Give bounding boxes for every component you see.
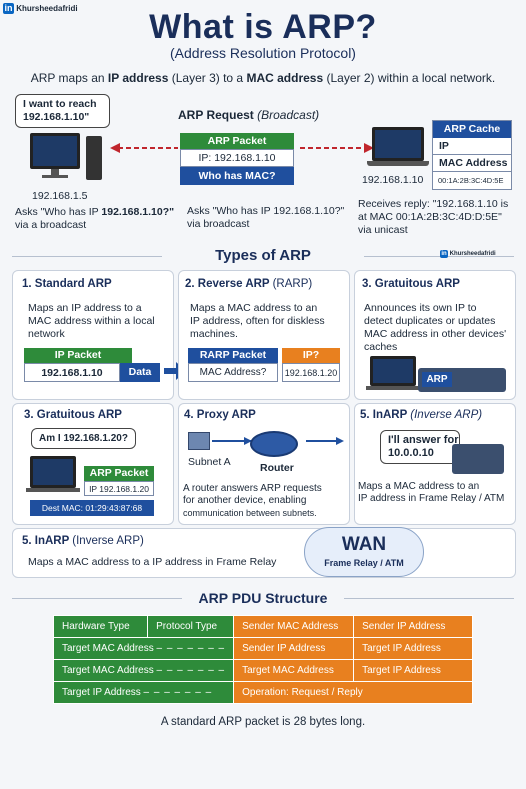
laptop-icon — [366, 356, 420, 390]
pdu-note: A standard ARP packet is 28 bytes long. — [160, 716, 366, 728]
right-host-ip: 192.168.1.10 — [362, 174, 424, 186]
table-row: Hardware Type Protocol Type Sender MAC A… — [52, 615, 473, 638]
table-row: Target MAC Address – – – – – – – Sender … — [52, 637, 473, 660]
wan-cloud-icon — [304, 527, 424, 577]
router-icon — [250, 431, 298, 457]
linkedin-icon: in — [3, 3, 14, 14]
linkedin-icon: in — [440, 250, 448, 258]
rarp-packet: RARP Packet IP? MAC Address? 192.168.1.2… — [188, 348, 340, 382]
card-inarp-wide — [12, 528, 516, 578]
inarp-wide-desc: Maps a MAC address to a IP address in Fr… — [28, 556, 277, 568]
divider — [12, 598, 182, 599]
table-row: Target IP Address – – – – – – – Operatio… — [52, 681, 473, 704]
pdu-title: ARP PDU Structure — [198, 590, 328, 606]
router-link — [212, 437, 344, 445]
left-host-ip: 192.168.1.5 — [32, 190, 88, 202]
inarp-title: 5. InARP (Inverse ARP) — [360, 409, 483, 421]
divider — [364, 256, 514, 257]
reverse-title: 2. Reverse ARP (RARP) — [185, 278, 313, 290]
watermark-text: Khursheedafridi — [16, 4, 78, 13]
card-proxy-arp — [178, 403, 350, 525]
speech-bubble: I'll answer for 10.0.0.10 — [380, 430, 460, 464]
laptop-icon — [367, 127, 429, 166]
divider — [344, 598, 514, 599]
switch-icon: ARP — [418, 368, 506, 392]
gratuitous2-title: 3. Gratuitous ARP — [24, 409, 122, 421]
types-title: Types of ARP — [215, 247, 311, 264]
wan-sub-label: Frame Relay / ATM — [324, 558, 404, 568]
tower-icon — [86, 136, 102, 180]
arp-packet-small: ARP Packet IP 192.168.1.20 — [84, 466, 154, 498]
speech-bubble: Am I 192.168.1.20? — [31, 428, 136, 449]
divider — [12, 256, 162, 257]
gratuitous-title: 3. Gratuitous ARP — [362, 278, 460, 290]
watermark-top: in Khursheedafridi — [3, 3, 78, 14]
proxy-title: 4. Proxy ARP — [184, 409, 256, 421]
arp-cache-table: ARP Cache IP MAC Address 00:1A:2B:3C:4D:… — [432, 120, 512, 190]
request-arrows — [110, 143, 374, 153]
standard-title: 1. Standard ARP — [22, 278, 112, 290]
dest-mac: Dest MAC: 01:29:43:87:68 — [30, 500, 154, 516]
page-subtitle: (Address Resolution Protocol) — [170, 45, 356, 61]
pdu-table: Hardware Type Protocol Type Sender MAC A… — [52, 615, 473, 704]
speech-bubble: I want to reach 192.168.1.10" — [15, 94, 110, 128]
table-row: Target MAC Address – – – – – – – Target … — [52, 659, 473, 682]
wan-label: WAN — [341, 534, 387, 555]
ip-packet: IP Packet 192.168.1.10 Data — [24, 348, 160, 386]
page-title: What is ARP? — [149, 8, 377, 46]
laptop-icon — [26, 456, 80, 492]
desktop-pc-icon — [30, 133, 80, 178]
subnet-label: Subnet A — [188, 456, 231, 468]
mid-desc: Asks "Who has IP 192.168.1.10?"via broad… — [187, 205, 345, 230]
arp-packet: ARP Packet IP: 192.168.1.10 Who has MAC? — [180, 133, 294, 188]
watermark-mid: in Khursheedafridi — [440, 250, 496, 258]
device-icon — [452, 444, 504, 474]
router-label: Router — [260, 462, 294, 474]
network-switch-icon — [188, 432, 210, 450]
arp-request-title: ARP Request (Broadcast) — [178, 108, 320, 122]
inarp-wide-title: 5. InARP (Inverse ARP) — [22, 535, 144, 547]
left-host-desc: Asks "Who has IP 192.168.1.10?"via a bro… — [15, 206, 175, 231]
intro-text: ARP maps an IP address (Layer 3) to a MA… — [30, 71, 496, 85]
